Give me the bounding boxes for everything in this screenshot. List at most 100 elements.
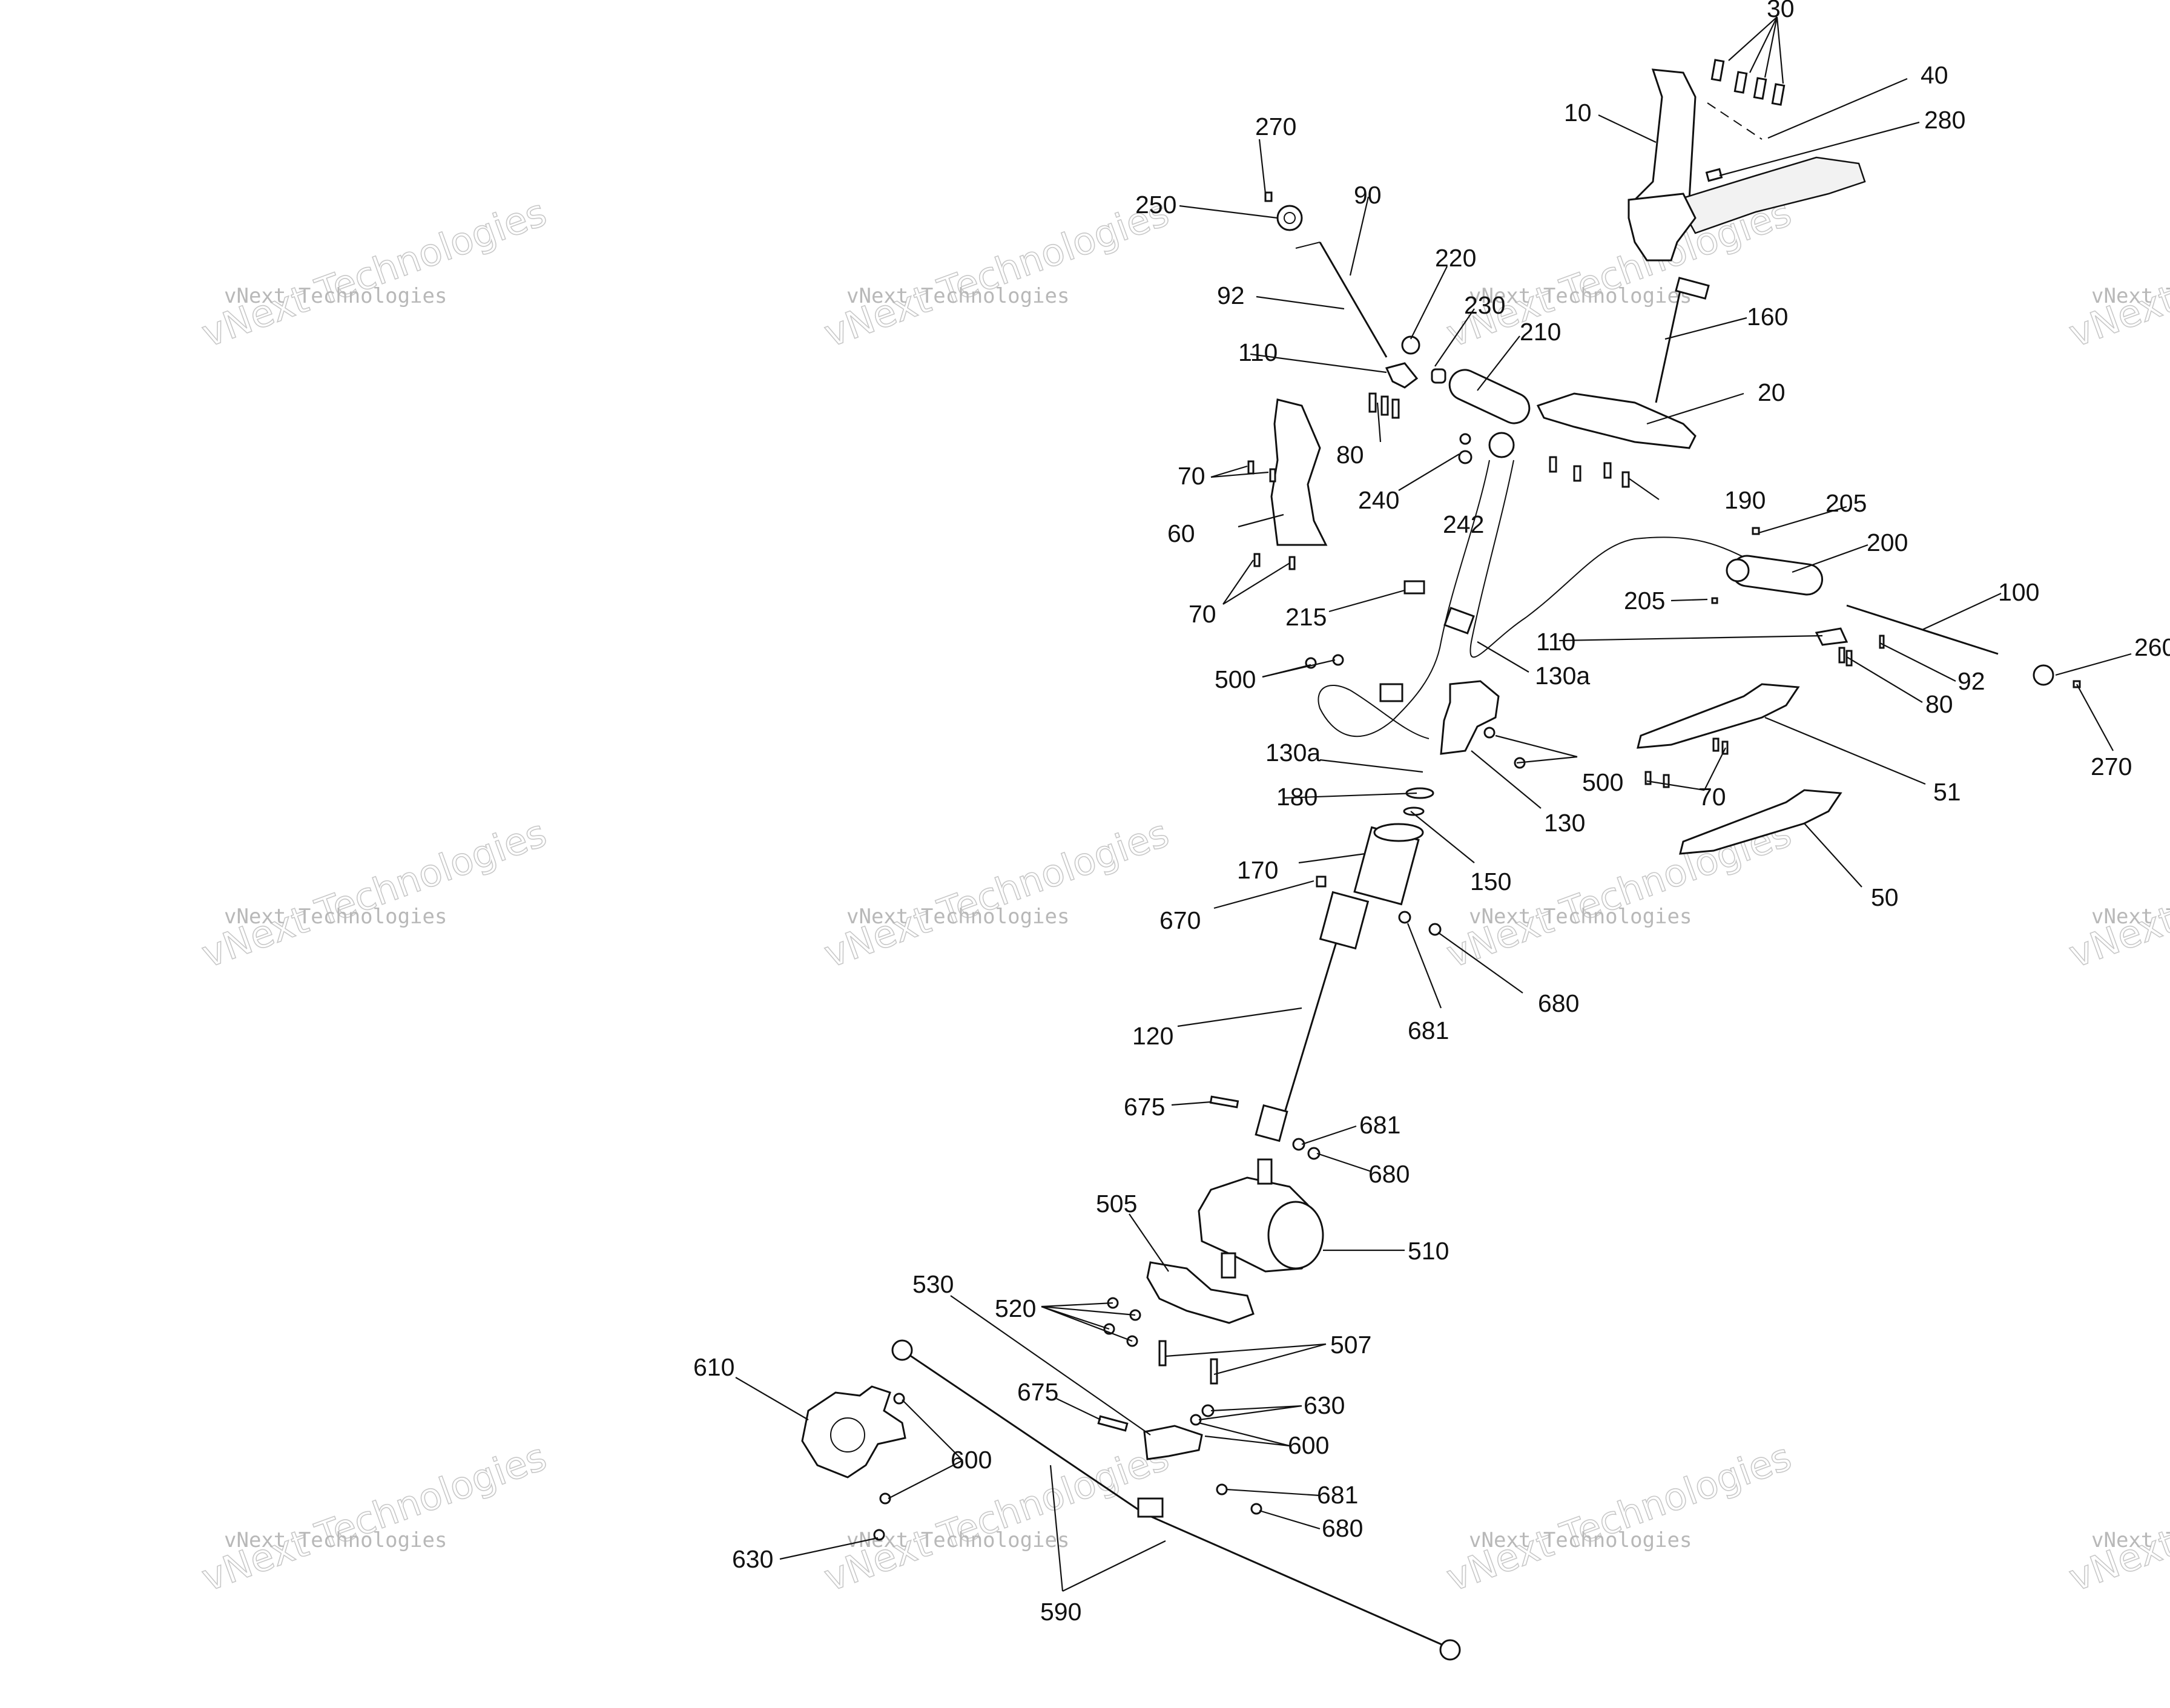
callout-110: 110 [1238,338,1278,366]
callout-92-b: 92 [1957,667,1985,695]
watermark-text-large: vNext Technologies [1441,1434,1797,1600]
callout-681: 681 [1408,1017,1449,1044]
watermark-text-large: vNext Technologies [2063,190,2170,356]
part-530-arm [1143,1425,1203,1460]
part-215-clip [1403,580,1425,595]
callout-90: 90 [1354,181,1382,209]
part-210-grip-end [1488,432,1515,458]
part-20-boot [1536,392,1697,449]
callout-280: 280 [1924,106,1965,134]
watermark-text: vNext Technologies [1469,1528,1692,1552]
callout-220: 220 [1435,244,1476,272]
callout-130a: 130a [1535,662,1590,690]
part-680-nut [1428,923,1442,936]
callout-70-b: 70 [1189,600,1216,628]
part-51-guard [1637,683,1800,749]
watermark: vNext Technologies vNext Technologies [2063,810,2170,977]
callout-270: 270 [1255,113,1296,140]
callout-100: 100 [1998,578,2039,606]
callout-120: 120 [1132,1022,1173,1050]
callout-92: 92 [1217,282,1245,309]
watermark-text-large: vNext Technologies [819,1434,1175,1600]
watermark-text: vNext Technologies [2091,1528,2170,1552]
part-130a-wire [1318,460,1490,739]
callout-50: 50 [1871,883,1899,911]
part-130a-connector [1443,607,1475,635]
callout-60: 60 [1167,519,1195,547]
callout-215: 215 [1285,603,1327,631]
callout-180: 180 [1276,783,1318,811]
callout-80-b: 80 [1925,690,1953,718]
callout-51: 51 [1933,778,1961,806]
watermark-text-large: vNext Technologies [2063,811,2170,977]
callout-507: 507 [1330,1331,1371,1359]
callout-70-c: 70 [1698,783,1726,811]
part-80-screws-right [1838,647,1853,667]
part-110-bracket-right [1815,627,1848,646]
part-92-pin-right [1879,635,1885,649]
watermark: vNext Technologies vNext Technologies [196,810,553,977]
part-160-shaft [1655,290,1681,403]
watermark: vNext Technologies vNext Technologies [1440,1434,1798,1600]
callout-190: 190 [1724,486,1766,514]
part-681-washer-3 [1216,1483,1228,1495]
callout-70: 70 [1178,462,1205,490]
part-675-bolt-2 [1097,1415,1129,1432]
part-610-bore [830,1417,865,1452]
watermark-text-large: vNext Technologies [196,190,552,356]
part-200-grip-end [1726,558,1750,582]
part-590-center-joint [1137,1497,1164,1518]
part-10-base [1628,193,1697,262]
parts [801,59,2081,1661]
part-120-u-joint [1319,891,1370,950]
watermark: vNext Technologies vNext Technologies [818,190,1175,356]
callout-500: 500 [1215,665,1256,693]
part-510-output [1221,1252,1236,1279]
part-600-washer-3 [879,1492,891,1505]
callout-240: 240 [1358,486,1399,514]
part-590-tie-rod-left [902,1349,1145,1515]
part-150-ring [1403,806,1425,816]
part-160-flange [1675,277,1710,300]
part-60-guard [1270,398,1328,546]
callout-270-b: 270 [2091,753,2132,780]
callout-600: 600 [1288,1431,1329,1459]
part-610-knuckle [801,1385,906,1479]
part-130a-plug [1379,683,1403,702]
callout-205-b: 205 [1624,587,1665,615]
part-210-grip [1448,369,1531,424]
callout-630: 630 [1304,1391,1345,1419]
part-230-insert [1431,368,1446,384]
watermark: vNext Technologies vNext Technologies [818,1434,1175,1600]
watermark: vNext Technologies vNext Technologies [196,190,553,356]
part-220-spring [1401,335,1420,355]
part-280-clip [1705,168,1723,182]
part-170-bellow-top [1373,823,1424,842]
watermark-text: vNext Technologies [1469,284,1692,308]
callout-130a-b: 130a [1265,739,1321,767]
callout-10: 10 [1564,99,1592,127]
callout-530: 530 [912,1270,954,1298]
part-120-shaft [1279,926,1342,1127]
callout-130: 130 [1544,809,1585,837]
part-50-guard [1679,789,1842,855]
callout-681-c: 681 [1317,1481,1358,1509]
watermark-text-large: vNext Technologies [819,190,1175,356]
callouts: 30 40 10 280 270 250 90 92 220 230 210 1… [693,0,2170,1626]
callout-250: 250 [1135,191,1176,219]
watermark-text: vNext Technologies [224,284,447,308]
part-670-bolt [1316,875,1327,888]
watermark: vNext Technologies vNext Technologies [196,1434,553,1600]
callout-80: 80 [1336,441,1364,469]
part-250-cap [1276,205,1303,231]
callout-680-c: 680 [1322,1514,1363,1542]
part-205-plug-2 [1711,597,1718,604]
watermark: vNext Technologies vNext Technologies [2063,1434,2170,1600]
watermark-text: vNext Technologies [846,905,1069,929]
part-270-screw [1264,191,1273,202]
callout-675-b: 675 [1017,1378,1058,1406]
watermark-text: vNext Technologies [846,284,1069,308]
callout-210: 210 [1520,318,1561,346]
callout-110-b: 110 [1536,628,1575,656]
callout-520: 520 [995,1294,1036,1322]
